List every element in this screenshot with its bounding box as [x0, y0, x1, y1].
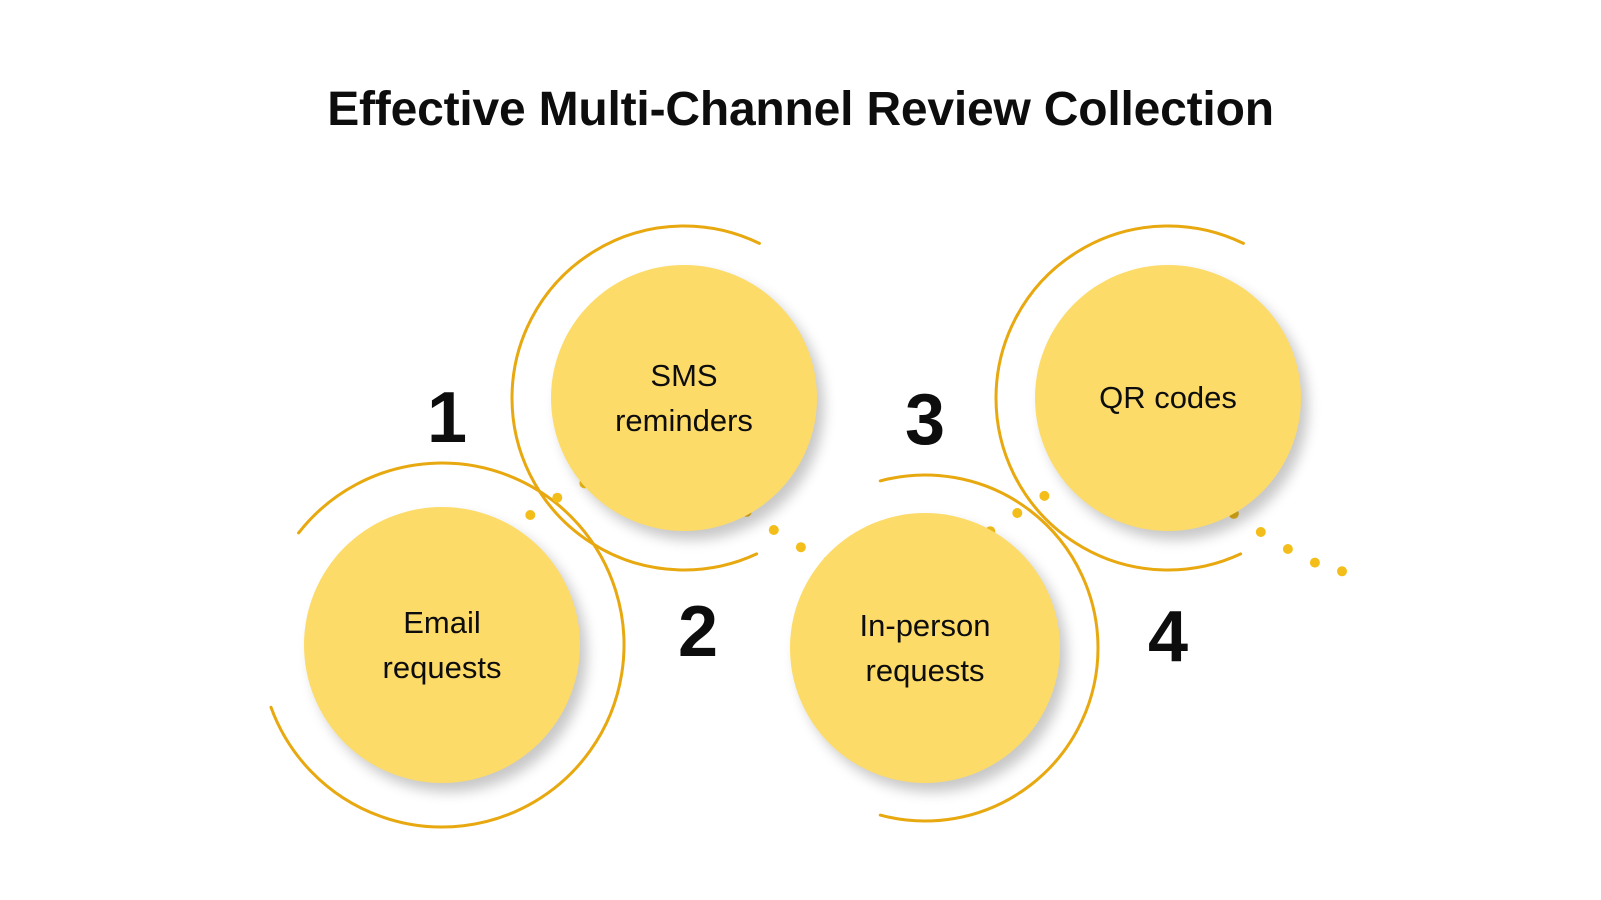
step-node-1[interactable]: Email requests: [304, 507, 580, 783]
page-title: Effective Multi-Channel Review Collectio…: [327, 83, 1274, 136]
step-node-3[interactable]: In-person requests: [790, 513, 1060, 783]
step-number-2: 2: [677, 592, 719, 672]
step-ring-arc-4: [994, 224, 1245, 572]
step-ring-arc-2: [510, 224, 761, 572]
connector-dot: [795, 542, 806, 553]
connector-dot: [552, 492, 563, 503]
step-number-4: 4: [1147, 597, 1189, 677]
step-node-label-1: Email requests: [382, 604, 502, 685]
connector-dot: [525, 510, 536, 520]
step-node-label-3: In-person requests: [859, 607, 991, 688]
connector-dot: [1282, 544, 1293, 554]
step-ring-arc-1: [269, 461, 626, 829]
connector-dot: [1039, 490, 1050, 501]
connector-dot: [1255, 527, 1266, 537]
step-ring-arc-3: [878, 473, 1100, 823]
step-node-2[interactable]: SMS reminders: [551, 265, 817, 531]
connector-dot: [1337, 566, 1347, 577]
connector-dot: [1309, 557, 1320, 568]
step-number-1: 1: [426, 378, 468, 458]
connector-dot: [768, 525, 779, 535]
step-node-4[interactable]: QR codes: [1035, 265, 1301, 531]
step-node-label-2: SMS reminders: [615, 357, 753, 438]
connector-dot: [1012, 508, 1023, 518]
step-number-3: 3: [904, 380, 946, 460]
step-node-label-4: QR codes: [1099, 380, 1237, 416]
